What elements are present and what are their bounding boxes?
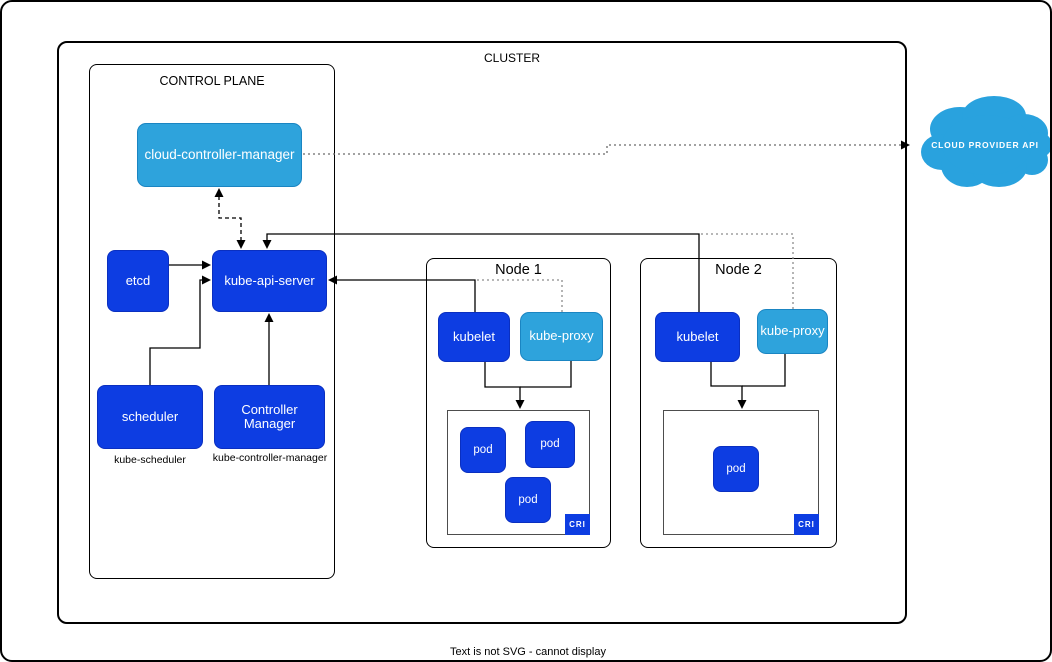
line-node2-kubeproxy-dotted	[699, 233, 794, 309]
line-node1-kubeproxy-dotted	[475, 279, 563, 312]
arrow-controller-manager-to-apiserver	[264, 313, 274, 385]
controller-manager-box: Controller Manager	[214, 385, 325, 449]
arrow-node2-to-cri	[710, 354, 786, 409]
node2-pod1-box: pod	[713, 446, 759, 492]
arrow-node1-kubelet-to-apiserver	[328, 275, 476, 312]
node2-boundary	[640, 258, 837, 548]
node2-title: Node 2	[715, 262, 762, 278]
node1-pod2-box: pod	[525, 421, 575, 468]
node1-title: Node 1	[495, 262, 542, 278]
node1-kube-proxy-box: kube-proxy	[520, 312, 603, 361]
node1-pod3-box: pod	[505, 477, 551, 523]
arrow-node1-to-cri	[484, 361, 572, 409]
cloud-controller-manager-box: cloud-controller-manager	[137, 123, 302, 187]
node2-cri-badge: CRI	[794, 514, 819, 535]
arrow-scheduler-to-apiserver	[149, 275, 211, 385]
control-plane-title: CONTROL PLANE	[159, 74, 265, 88]
footer-note: Text is not SVG - cannot display	[450, 646, 606, 658]
scheduler-box: scheduler	[97, 385, 203, 449]
arrow-node2-kubelet-to-apiserver	[262, 233, 700, 312]
arrow-ccm-apiserver-bidirectional	[214, 188, 246, 249]
control-plane-boundary	[89, 64, 335, 579]
kube-scheduler-caption: kube-scheduler	[114, 454, 186, 466]
cloud-provider-api-label: CLOUD PROVIDER API	[931, 140, 1039, 150]
arrow-etcd-to-apiserver	[169, 260, 211, 270]
node1-cri-badge: CRI	[565, 514, 590, 535]
node2-kube-proxy-box: kube-proxy	[757, 309, 828, 354]
kube-controller-manager-caption: kube-controller-manager	[212, 452, 328, 464]
arrow-ccm-to-cloud-api	[303, 140, 910, 155]
etcd-box: etcd	[107, 250, 169, 312]
cluster-title: CLUSTER	[483, 51, 540, 65]
kube-api-server-box: kube-api-server	[212, 250, 327, 312]
cluster-boundary	[57, 41, 907, 624]
node2-kubelet-box: kubelet	[655, 312, 740, 362]
node1-kubelet-box: kubelet	[438, 312, 510, 362]
cloud-shape	[921, 96, 1050, 187]
node1-pod1-box: pod	[460, 427, 506, 473]
node1-boundary	[426, 258, 611, 548]
